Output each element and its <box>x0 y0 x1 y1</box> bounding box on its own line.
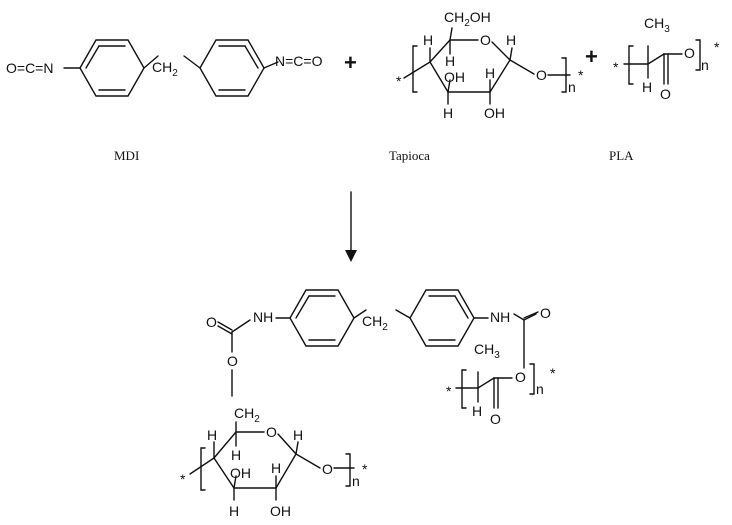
mdi-left-benzene-ring <box>79 39 145 97</box>
pla-structure: * CH3 H O O n * <box>613 15 720 102</box>
tapioca-h-c4: H <box>423 32 433 48</box>
tapioca-caption: Tapioca <box>389 148 430 163</box>
tapioca-repeat-n: n <box>568 79 576 95</box>
pla-carbonyl-oxygen: O <box>660 86 671 102</box>
product-pla-right-star: * <box>550 365 556 381</box>
product-pla-left-star: * <box>446 383 452 399</box>
reaction-arrow <box>345 191 357 262</box>
tapioca-right-star: * <box>578 67 584 83</box>
pla-repeat-n: n <box>701 57 709 73</box>
product-pla-carbonyl-oxygen: O <box>490 411 501 427</box>
product-pla-methyl: CH3 <box>474 341 500 361</box>
product-nh-right: NH <box>490 309 510 325</box>
mdi-right-isocyanate: N=C=O <box>275 53 323 69</box>
product-tapioca-repeat-n: n <box>352 473 360 489</box>
mdi-left-isocyanate: O=C=N <box>6 60 53 76</box>
tapioca-h-c1: H <box>506 32 516 48</box>
mdi-bridge-ch2: CH2 <box>152 59 178 79</box>
mdi-caption: MDI <box>114 148 139 163</box>
product-oh-c2: OH <box>270 503 291 519</box>
mdi-right-benzene-ring <box>199 39 265 97</box>
product-h-c5: H <box>231 447 241 463</box>
product-carbonyl-oxygen-left: O <box>206 314 217 330</box>
tapioca-h-c2: H <box>485 65 495 81</box>
plus-sign-2: + <box>585 44 598 69</box>
product-h-c3: H <box>229 503 239 519</box>
product-right-benzene-ring <box>409 289 475 347</box>
tapioca-h-c3: H <box>443 105 453 121</box>
product-structure: O NH O CH2 CH2 NH O <box>180 289 556 519</box>
pla-methyl: CH3 <box>644 15 670 35</box>
product-ch2: CH2 <box>234 405 260 425</box>
product-urethane-oxygen-left: O <box>227 353 238 369</box>
product-left-benzene-ring <box>289 289 355 347</box>
pla-ester-oxygen: O <box>684 45 695 61</box>
product-pla-repeat-n: n <box>536 381 544 397</box>
product-bridge-ch2: CH2 <box>362 313 388 333</box>
tapioca-oh-c3: OH <box>444 69 465 85</box>
plus-sign-1: + <box>344 50 357 75</box>
product-pla-h: H <box>472 403 482 419</box>
product-tapioca-left-star: * <box>180 471 186 487</box>
product-ring-oxygen: O <box>266 424 277 440</box>
product-pla-ester-oxygen: O <box>515 369 526 385</box>
product-oh-c3: OH <box>230 465 251 481</box>
product-tapioca-right-star: * <box>362 461 368 477</box>
tapioca-left-star: * <box>396 73 402 89</box>
tapioca-ch2oh: CH2OH <box>444 9 491 29</box>
pla-caption: PLA <box>609 148 634 163</box>
product-h-c1: H <box>293 427 303 443</box>
tapioca-glycosidic-oxygen: O <box>536 67 547 83</box>
pla-left-star: * <box>613 59 619 75</box>
product-glycosidic-oxygen: O <box>322 461 333 477</box>
tapioca-structure: CH2OH O H H H OH H H OH * O n * <box>396 9 584 121</box>
tapioca-oh-c2: OH <box>484 105 505 121</box>
product-h-c4: H <box>207 427 217 443</box>
product-carbonyl-oxygen-right: O <box>540 305 551 321</box>
tapioca-h-c5: H <box>445 53 455 69</box>
pla-h: H <box>642 79 652 95</box>
tapioca-ring-oxygen: O <box>480 32 491 48</box>
mdi-structure: O=C=N CH2 N=C=O <box>6 39 323 97</box>
product-h-c2: H <box>271 460 281 476</box>
product-nh-left: NH <box>253 309 273 325</box>
pla-right-star: * <box>714 39 720 55</box>
